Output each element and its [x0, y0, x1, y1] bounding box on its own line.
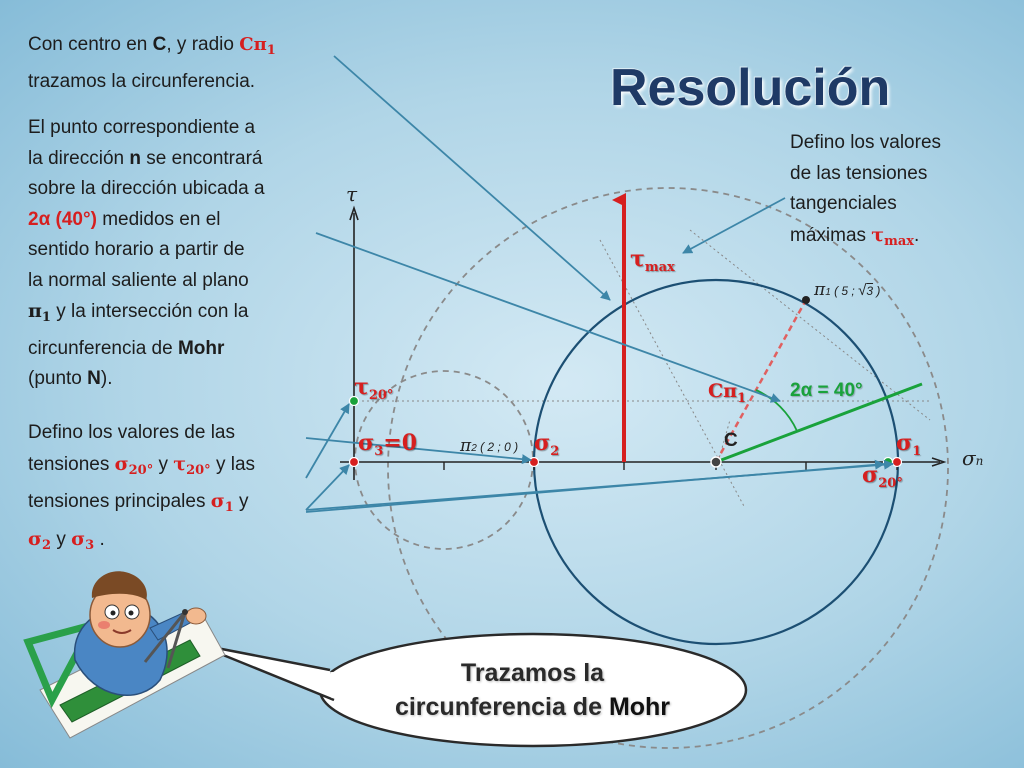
point-center — [710, 456, 722, 468]
tau20-label: τ20° — [354, 374, 394, 403]
point-tau20 — [348, 395, 360, 407]
tau-axis-label: τ — [346, 182, 358, 206]
paragraph-tau-max: Defino los valores de las tensiones tang… — [790, 132, 942, 249]
point-sigma3 — [348, 456, 360, 468]
sigma-axis-label: σn — [962, 446, 984, 470]
outer-dashed-circle — [387, 187, 949, 749]
page-title: Resolución — [610, 59, 891, 117]
point-pi1 — [802, 296, 810, 304]
sigma3-label: σ3=0 — [358, 430, 418, 459]
tau-max-label: τmax — [630, 246, 675, 275]
paragraph-direction-n: El punto correspondiente a la dirección … — [28, 117, 265, 389]
sigma1-label: σ1 — [896, 430, 922, 459]
paragraph-center-radius: Con centro en C, y radio Cπ1 trazamos la… — [28, 34, 276, 92]
sigma20-label: σ20° — [862, 462, 903, 491]
two-alpha-label: 2α = 40° — [790, 380, 863, 401]
pi1-label: π1 ( 5 ; √3 ) — [814, 280, 881, 300]
engineer-illustration — [23, 571, 226, 739]
sigma2-label: σ2 — [534, 430, 560, 459]
paragraph-stresses: Defino los valores de las tensiones σ20°… — [28, 422, 256, 553]
c-pi1-label: Cπ1 — [708, 380, 747, 406]
center-label: C — [724, 430, 738, 451]
pi2-label: π2 ( 2 ; 0 ) — [460, 436, 519, 456]
direction-n-line — [715, 382, 923, 464]
bubble-caption: Trazamos la circunferencia de Mohr — [394, 659, 671, 721]
